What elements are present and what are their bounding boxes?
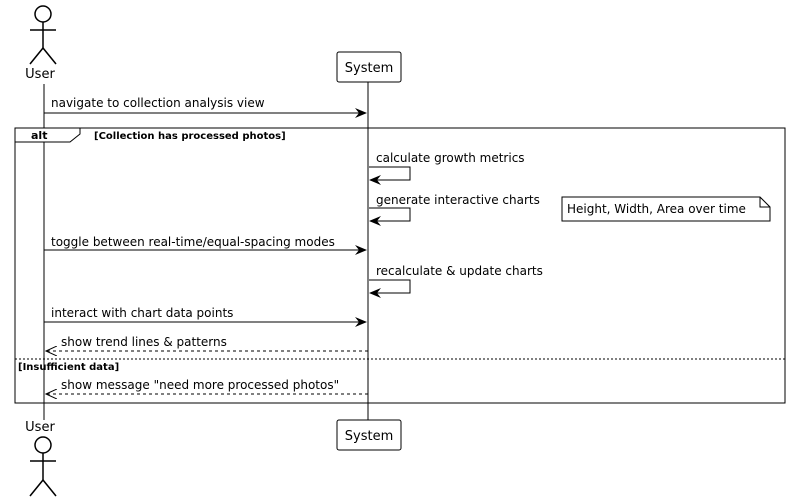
message-label: show message "need more processed photos… <box>61 378 339 392</box>
alt-operator-tab <box>14 127 81 143</box>
message-calculate-self: calculate growth metrics <box>369 151 525 185</box>
message-show-trends: show trend lines & patterns <box>46 335 368 351</box>
alt-operator-label: alt <box>31 129 47 142</box>
system-participant-top: System <box>336 51 402 83</box>
message-recalculate-self: recalculate & update charts <box>369 264 543 298</box>
system-participant-bottom: System <box>336 419 402 451</box>
alt-guard-first: [Collection has processed photos] <box>94 131 286 142</box>
message-label: interact with chart data points <box>51 306 233 320</box>
message-label: generate interactive charts <box>376 193 540 207</box>
message-label: navigate to collection analysis view <box>51 96 265 110</box>
user-actor-label: User <box>25 67 55 82</box>
system-participant-label: System <box>345 429 393 444</box>
user-actor-bottom: User <box>25 420 57 497</box>
note-text: Height, Width, Area over time <box>567 202 746 216</box>
alt-fragment: alt [Collection has processed photos] [I… <box>14 127 786 404</box>
user-actor-label: User <box>25 420 55 435</box>
alt-guard-second: [Insufficient data] <box>18 362 119 373</box>
user-actor-icon <box>29 436 57 497</box>
message-generate-self: generate interactive charts <box>369 193 540 226</box>
user-actor-top: User <box>25 5 57 82</box>
message-need-more-photos: show message "need more processed photos… <box>46 378 368 394</box>
message-label: recalculate & update charts <box>376 264 543 278</box>
message-label: show trend lines & patterns <box>61 335 227 349</box>
system-participant-label: System <box>345 61 393 76</box>
user-actor-icon <box>29 5 57 65</box>
message-label: calculate growth metrics <box>376 151 525 165</box>
note: Height, Width, Area over time <box>561 196 771 222</box>
message-label: toggle between real-time/equal-spacing m… <box>51 235 335 249</box>
message-navigate: navigate to collection analysis view <box>44 96 367 118</box>
message-interact-data-points: interact with chart data points <box>44 306 367 327</box>
message-toggle-modes: toggle between real-time/equal-spacing m… <box>44 235 367 255</box>
